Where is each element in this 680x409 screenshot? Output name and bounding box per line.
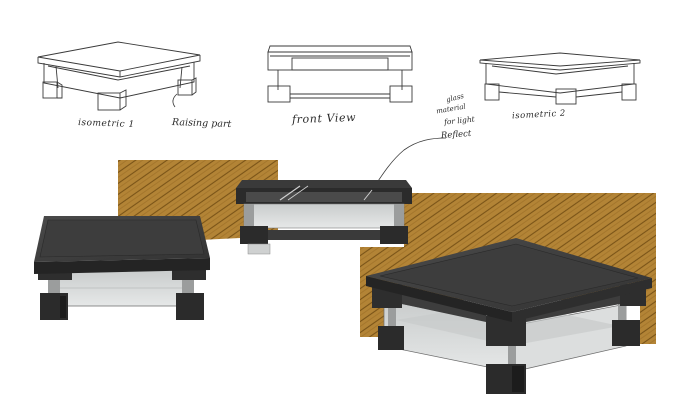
note-line-3: for light <box>443 114 476 127</box>
render-table-middle <box>236 180 412 255</box>
label-isometric-1: isometric 1 <box>77 118 135 130</box>
note-line-4: Reflect <box>440 128 472 142</box>
sketch-front-view <box>267 45 413 103</box>
note-leader-line <box>371 137 447 191</box>
glass-material-note: glass material for light Reflect <box>435 92 496 146</box>
label-front-view: front View <box>291 110 357 127</box>
label-raising-part: Raising part <box>171 116 232 131</box>
render-table-left <box>34 216 210 320</box>
note-line-2: material <box>435 102 467 116</box>
sketch-isometric-1 <box>37 41 201 111</box>
sketch-isometric-2 <box>479 52 641 105</box>
render-table-right <box>366 238 652 394</box>
